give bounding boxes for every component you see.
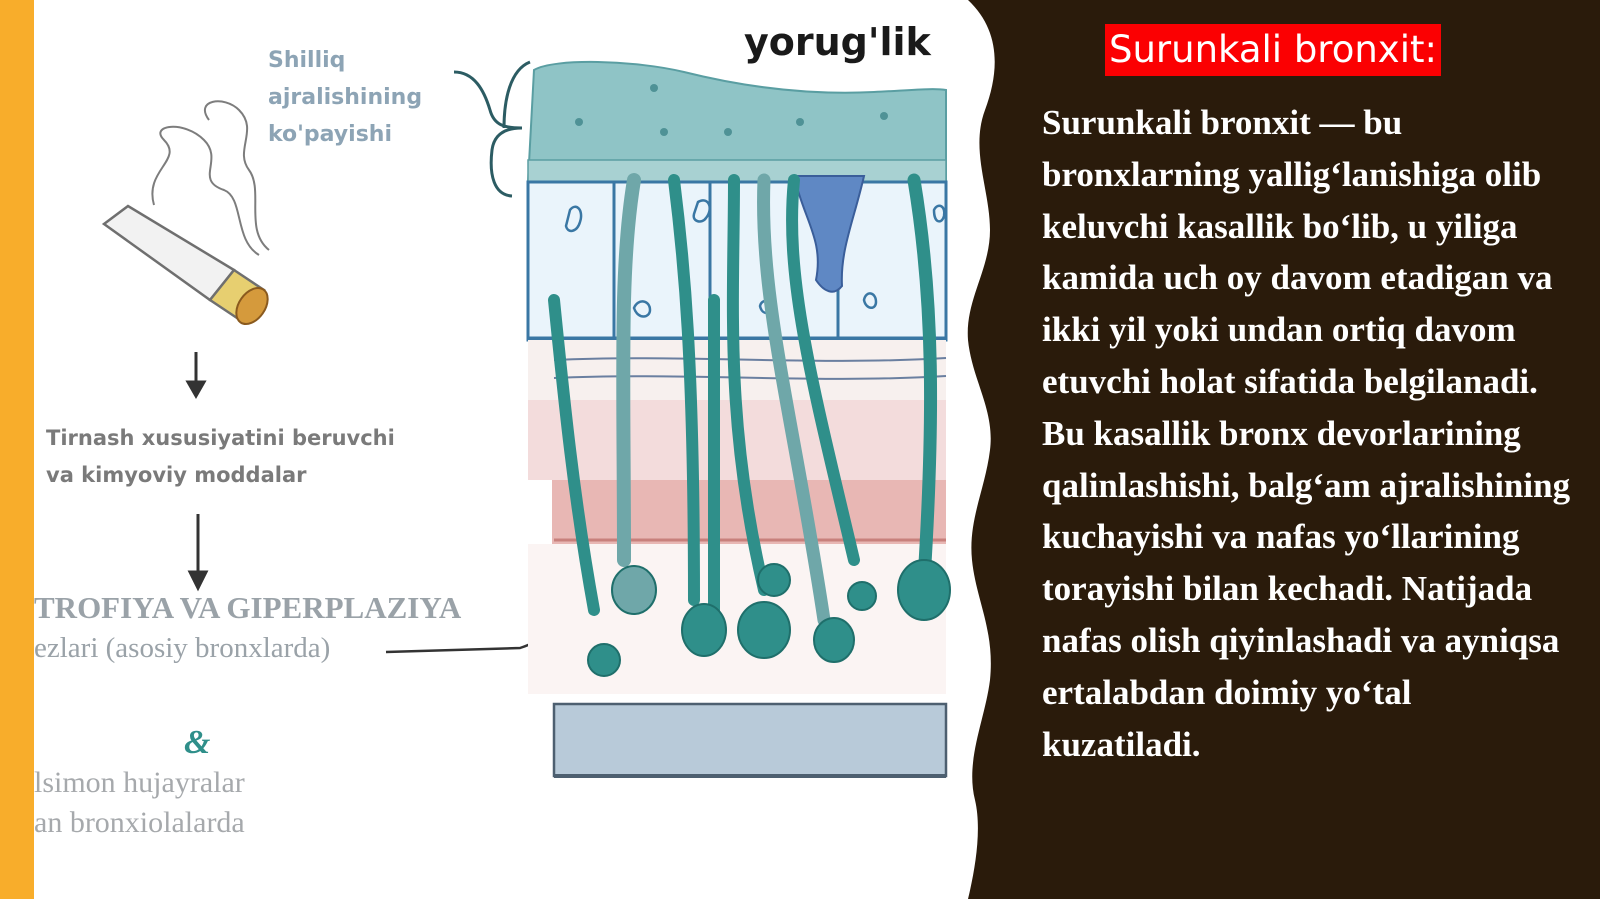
atrophy-heading: TROFIYA VA GIPERPLAZIYA (34, 590, 462, 625)
mucus-label-2: ajralishining (268, 85, 423, 110)
down-arrow-icon (185, 352, 209, 592)
tissue-diagram (101, 60, 951, 778)
atrophy-sub: ezlari (asosiy bronxlarda) (34, 632, 331, 664)
irritant-label-2: va kimyoviy moddalar (46, 463, 307, 487)
cigarette-icon (101, 100, 270, 326)
cells-label-1: lsimon hujayralar (34, 766, 245, 799)
bracket-icon (453, 60, 531, 198)
mucus-label-3: ko'payishi (268, 122, 392, 147)
cells-label-2: an bronxiolalarda (34, 806, 245, 839)
mucus-label-1: Shilliq (268, 48, 346, 73)
bronchitis-illustration: Shilliq ajralishining ko'payishi Tirnash… (34, 0, 1044, 899)
accent-bar (0, 0, 34, 899)
ampersand: & (184, 724, 211, 761)
slide-body: Surunkali bronxit — bu bronxlarning yall… (1042, 103, 1571, 764)
slide-title: Surunkali bronxit: (1105, 24, 1441, 76)
irritant-label-1: Tirnash xususiyatini beruvchi (46, 426, 395, 450)
lumen-label: yorug'lik (744, 20, 931, 64)
